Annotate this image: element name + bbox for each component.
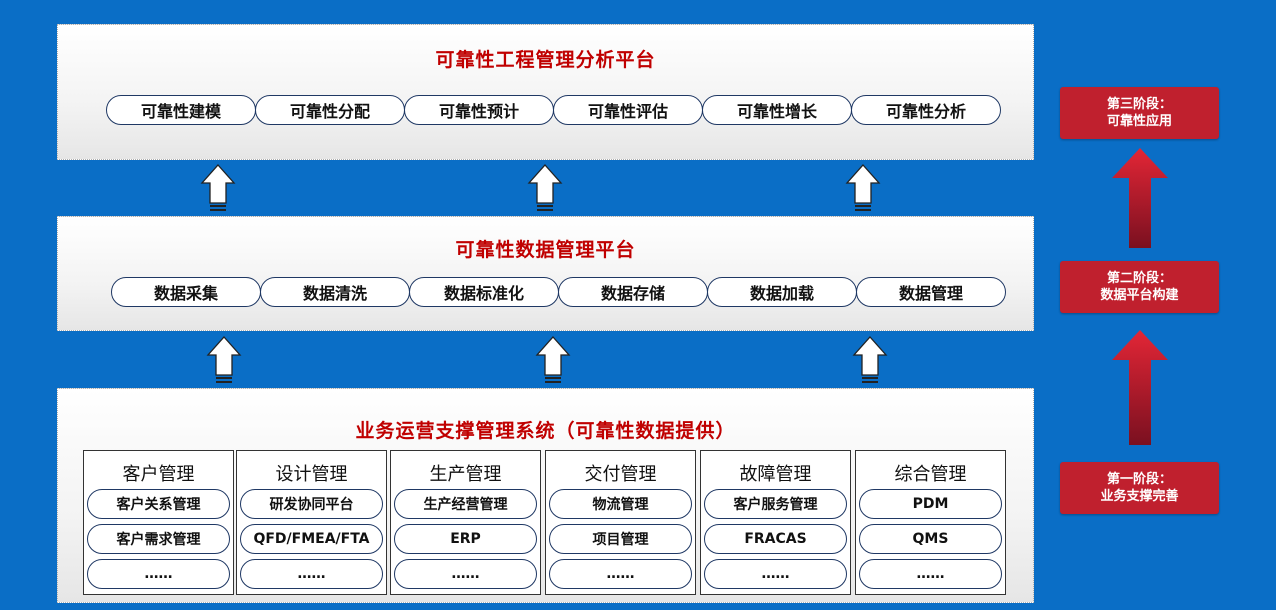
group-customer-management: 客户管理 客户关系管理 客户需求管理 …… <box>83 450 234 595</box>
module-pill: 可靠性预计 <box>404 95 554 125</box>
stage-two-box: 第二阶段： 数据平台构建 <box>1060 261 1219 313</box>
group-item: 客户服务管理 <box>704 489 847 519</box>
group-item: 生产经营管理 <box>394 489 537 519</box>
reliability-data-platform: 可靠性数据管理平台 数据采集 数据清洗 数据标准化 数据存储 数据加载 数据管理 <box>57 216 1034 331</box>
module-pill: 数据采集 <box>111 277 261 307</box>
group-item: 项目管理 <box>549 524 692 554</box>
group-design-management: 设计管理 研发协同平台 QFD/FMEA/FTA …… <box>236 450 387 595</box>
group-item: 物流管理 <box>549 489 692 519</box>
pill-row: 可靠性建模 可靠性分配 可靠性预计 可靠性评估 可靠性增长 可靠性分析 <box>106 95 1001 125</box>
group-integrated-management: 综合管理 PDM QMS …… <box>855 450 1006 595</box>
group-item: …… <box>394 559 537 589</box>
module-pill: 可靠性分配 <box>255 95 405 125</box>
module-pill: 可靠性建模 <box>106 95 256 125</box>
stage-up-arrow-icon <box>1112 330 1168 445</box>
module-pill: 可靠性分析 <box>851 95 1001 125</box>
tier-title: 可靠性工程管理分析平台 <box>435 49 656 71</box>
group-delivery-management: 交付管理 物流管理 项目管理 …… <box>545 450 696 595</box>
module-pill: 可靠性评估 <box>553 95 703 125</box>
group-production-management: 生产管理 生产经营管理 ERP …… <box>390 450 541 595</box>
up-arrow-icon <box>527 164 563 211</box>
up-arrow-icon <box>200 164 236 211</box>
group-item: QFD/FMEA/FTA <box>240 524 383 554</box>
module-pill: 数据清洗 <box>260 277 410 307</box>
group-title: 综合管理 <box>894 464 967 485</box>
group-item: …… <box>240 559 383 589</box>
group-fault-management: 故障管理 客户服务管理 FRACAS …… <box>700 450 851 595</box>
group-item: …… <box>87 559 230 589</box>
stage-label: 第二阶段： <box>1106 271 1172 286</box>
module-pill: 数据标准化 <box>409 277 559 307</box>
up-arrow-icon <box>845 164 881 211</box>
group-item: ERP <box>394 524 537 554</box>
group-item: 客户关系管理 <box>87 489 230 519</box>
tier-title: 业务运营支撑管理系统（可靠性数据提供） <box>355 420 736 442</box>
stage-label: 业务支撑完善 <box>1100 489 1179 504</box>
group-item: 客户需求管理 <box>87 524 230 554</box>
stage-label: 第三阶段： <box>1106 97 1172 112</box>
group-title: 设计管理 <box>275 464 348 485</box>
up-arrow-icon <box>206 336 242 383</box>
stage-label: 第一阶段： <box>1106 472 1172 487</box>
group-item: PDM <box>859 489 1002 519</box>
stage-one-box: 第一阶段： 业务支撑完善 <box>1060 462 1219 514</box>
pill-row: 数据采集 数据清洗 数据标准化 数据存储 数据加载 数据管理 <box>111 277 1006 307</box>
group-title: 客户管理 <box>122 464 195 485</box>
group-item: QMS <box>859 524 1002 554</box>
up-arrow-icon <box>852 336 888 383</box>
stage-three-box: 第三阶段： 可靠性应用 <box>1060 87 1219 139</box>
stage-label: 可靠性应用 <box>1106 114 1172 129</box>
stage-label: 数据平台构建 <box>1100 288 1179 303</box>
module-pill: 数据存储 <box>558 277 708 307</box>
up-arrow-icon <box>535 336 571 383</box>
group-title: 故障管理 <box>739 464 812 485</box>
stage-up-arrow-icon <box>1112 148 1168 248</box>
module-pill: 数据管理 <box>856 277 1006 307</box>
tier-title: 可靠性数据管理平台 <box>455 239 636 261</box>
reliability-engineering-platform: 可靠性工程管理分析平台 可靠性建模 可靠性分配 可靠性预计 可靠性评估 可靠性增… <box>57 24 1034 160</box>
group-item: …… <box>704 559 847 589</box>
group-title: 生产管理 <box>429 464 502 485</box>
module-pill: 可靠性增长 <box>702 95 852 125</box>
group-item: 研发协同平台 <box>240 489 383 519</box>
group-item: …… <box>549 559 692 589</box>
module-pill: 数据加载 <box>707 277 857 307</box>
group-item: FRACAS <box>704 524 847 554</box>
group-item: …… <box>859 559 1002 589</box>
group-title: 交付管理 <box>584 464 657 485</box>
